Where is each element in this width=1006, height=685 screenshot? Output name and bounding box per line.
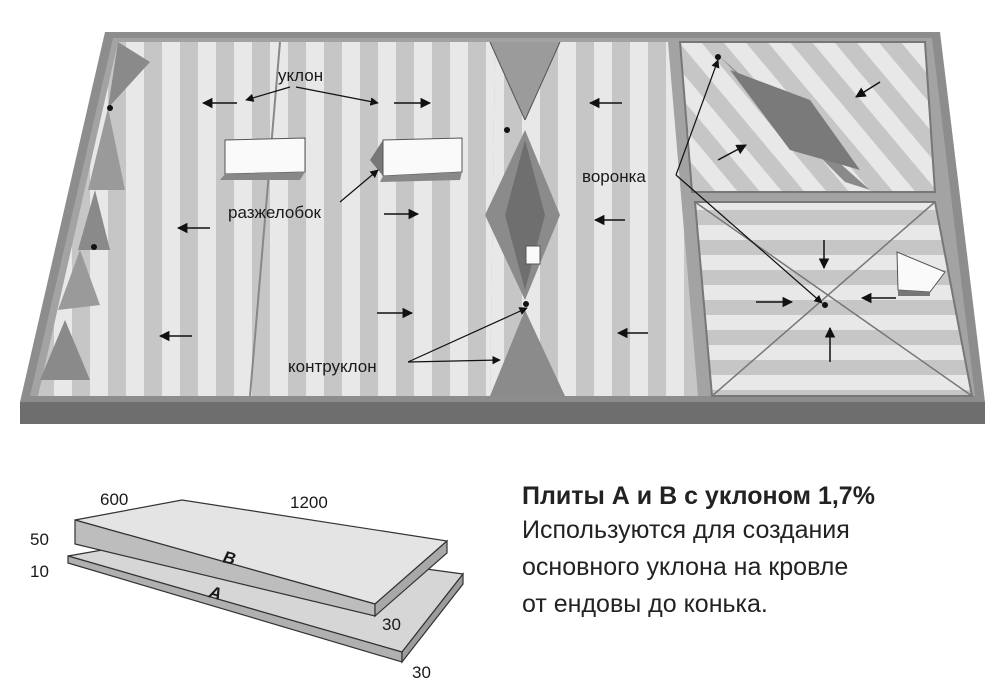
roof-section-middle (485, 41, 698, 396)
slab-diagram: 600 1200 50 10 30 30 B A (30, 490, 465, 682)
slab-description: Плиты А и В с уклоном 1,7% Используются … (522, 480, 992, 623)
label-funnel: воронка (582, 167, 646, 186)
description-line-1: Используются для создания (522, 516, 850, 544)
roof-diagram: уклон разжелобок воронка контруклон (20, 32, 985, 424)
drain-dots (91, 54, 828, 308)
dim-1200: 1200 (290, 493, 328, 512)
description-line-2: основного уклона на кровле (522, 553, 849, 581)
description-title: Плиты А и В с уклоном 1,7% (522, 482, 875, 510)
label-slope: уклон (278, 66, 323, 85)
label-counter-slope: контруклон (288, 357, 377, 376)
roof-section-left (38, 41, 495, 397)
rooftop-unit-2 (370, 137, 463, 182)
slab-b-label: B (221, 547, 238, 568)
roof-section-top-right (678, 41, 937, 193)
callout-lines (245, 59, 823, 365)
slab-b (74, 499, 449, 618)
dim-600: 600 (100, 490, 128, 509)
dim-30-top: 30 (382, 615, 401, 634)
description-line-3: от ендовы до конька. (522, 590, 768, 618)
slab-a-label: A (206, 582, 223, 604)
dim-50: 50 (30, 530, 49, 549)
slope-arrows (158, 81, 896, 362)
rooftop-unit-1 (220, 137, 306, 180)
dim-10: 10 (30, 562, 49, 581)
rooftop-unit-4 (525, 245, 541, 265)
roof-section-bottom-right (693, 201, 974, 397)
dim-30-bottom: 30 (412, 663, 431, 682)
rooftop-unit-3 (896, 251, 946, 296)
label-cricket: разжелобок (228, 203, 322, 222)
